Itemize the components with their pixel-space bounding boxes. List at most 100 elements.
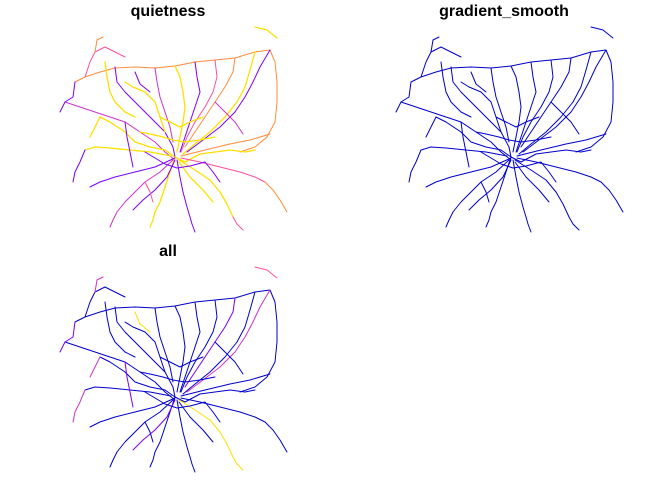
route-segment (178, 401, 214, 443)
route-segment (480, 151, 542, 169)
route-segment (132, 159, 176, 211)
route-segment (510, 65, 522, 153)
route-segment (178, 399, 234, 458)
route-segment (124, 321, 166, 373)
route-segment (94, 276, 104, 293)
map-panel-all: all (0, 240, 336, 480)
route-segment (94, 36, 104, 53)
route-segment (59, 81, 76, 113)
route-segment (420, 46, 462, 78)
route-segment (139, 371, 216, 383)
route-segment (425, 116, 437, 138)
route-segment (495, 116, 540, 128)
route-segment (154, 307, 174, 383)
route-segment (182, 51, 256, 155)
route-segment (214, 341, 244, 375)
route-segment (104, 301, 136, 358)
route-segment (179, 61, 201, 153)
route-segment (89, 356, 101, 378)
route-segment (159, 356, 204, 368)
route-segment (522, 49, 607, 153)
route-segment (180, 299, 218, 393)
route-segment (515, 61, 537, 153)
route-segment (104, 61, 136, 118)
route-segment (144, 391, 206, 409)
route-segment (440, 61, 472, 118)
route-segment (184, 57, 236, 148)
route-segment (109, 211, 118, 228)
route-segment (59, 321, 76, 353)
route-segment (182, 291, 256, 395)
route-segment (186, 289, 271, 393)
route-segment (144, 151, 206, 169)
route-network-map-all (59, 266, 288, 473)
route-segment (89, 157, 176, 188)
route-segment (178, 159, 234, 218)
route-segment (149, 211, 156, 228)
route-segment (254, 266, 278, 279)
route-segment (64, 341, 176, 401)
route-segment (470, 71, 487, 93)
route-segment (480, 181, 490, 203)
route-segment (186, 49, 271, 153)
route-segment (264, 181, 288, 213)
route-segment (475, 131, 552, 143)
route-segment (72, 149, 86, 183)
route-segment (180, 59, 218, 153)
route-lines (395, 26, 624, 233)
route-segment (178, 161, 214, 203)
route-segment (144, 181, 154, 203)
route-segment (99, 356, 256, 403)
route-segment (180, 157, 266, 183)
map-panel-gradient-smooth: gradient_smooth (336, 0, 672, 240)
route-segment (174, 65, 186, 153)
route-segment (180, 373, 271, 397)
route-segment (84, 286, 126, 318)
route-segment (516, 59, 554, 153)
route-segment (420, 146, 508, 157)
route-segment (430, 36, 440, 53)
route-network-map-gradient-smooth (395, 26, 624, 233)
route-segment (184, 297, 236, 388)
route-network-map-quietness (59, 26, 288, 233)
route-segment (400, 101, 512, 161)
route-segment (395, 81, 412, 113)
route-segment (124, 121, 134, 168)
route-segment (232, 216, 244, 231)
map-panel-quietness: quietness (0, 0, 336, 240)
route-segment (204, 161, 221, 183)
route-segment (176, 159, 191, 218)
route-segment (425, 157, 512, 188)
route-segment (144, 421, 154, 443)
route-segment (254, 26, 278, 39)
route-segment (116, 399, 174, 453)
route-segment (176, 399, 191, 458)
route-segment (520, 57, 572, 148)
route-segment (149, 451, 156, 468)
route-segment (99, 116, 256, 163)
route-segment (450, 66, 512, 158)
route-segment (114, 66, 176, 158)
route-segment (460, 121, 470, 168)
route-segment (204, 401, 221, 423)
route-segment (264, 421, 288, 453)
panel-title-gradient-smooth: gradient_smooth (439, 3, 569, 20)
route-segment (154, 67, 174, 143)
route-segment (84, 386, 172, 397)
route-segment (540, 161, 557, 183)
route-segment (84, 146, 172, 157)
route-segment (590, 26, 614, 39)
route-segment (600, 181, 624, 213)
empty-panel (336, 240, 672, 480)
route-segment (84, 46, 126, 78)
route-segment (189, 456, 196, 473)
route-segment (514, 161, 550, 203)
panel-title-quietness: quietness (130, 3, 206, 20)
route-segment (518, 51, 592, 155)
route-segment (134, 311, 151, 333)
route-segment (139, 131, 216, 143)
route-segment (180, 133, 271, 157)
route-segment (452, 159, 510, 213)
route-segment (134, 71, 151, 93)
route-segment (114, 306, 176, 398)
